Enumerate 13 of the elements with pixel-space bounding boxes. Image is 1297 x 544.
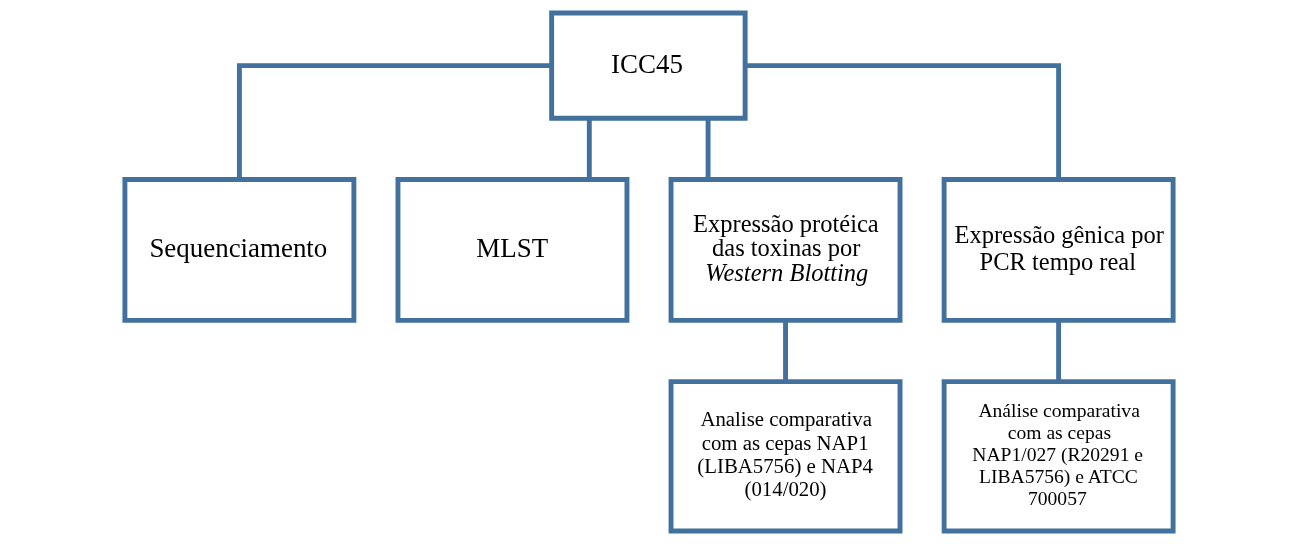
node-box: MLST xyxy=(395,177,629,323)
node-box: Análise comparativa com as cepas NAP1/027 (R20291 e LIBA5756) e ATCC 700057 xyxy=(941,379,1176,534)
connector xyxy=(745,63,1061,180)
node-box: Sequenciamento xyxy=(121,177,356,323)
connector xyxy=(782,320,788,382)
connector xyxy=(705,118,711,180)
connector xyxy=(586,118,592,180)
node-box: Analise comparativa com as cepas NAP1 (LIBA5756) e NAP4 (014/020) xyxy=(668,379,902,534)
connector xyxy=(236,63,551,180)
node-box: ICC45 xyxy=(548,10,748,121)
connector xyxy=(1055,320,1061,382)
node-box: Expressão gênica por PCR tempo real xyxy=(941,177,1176,323)
node-box: Expressão protéica das toxinas por Western Blotting xyxy=(668,177,902,323)
